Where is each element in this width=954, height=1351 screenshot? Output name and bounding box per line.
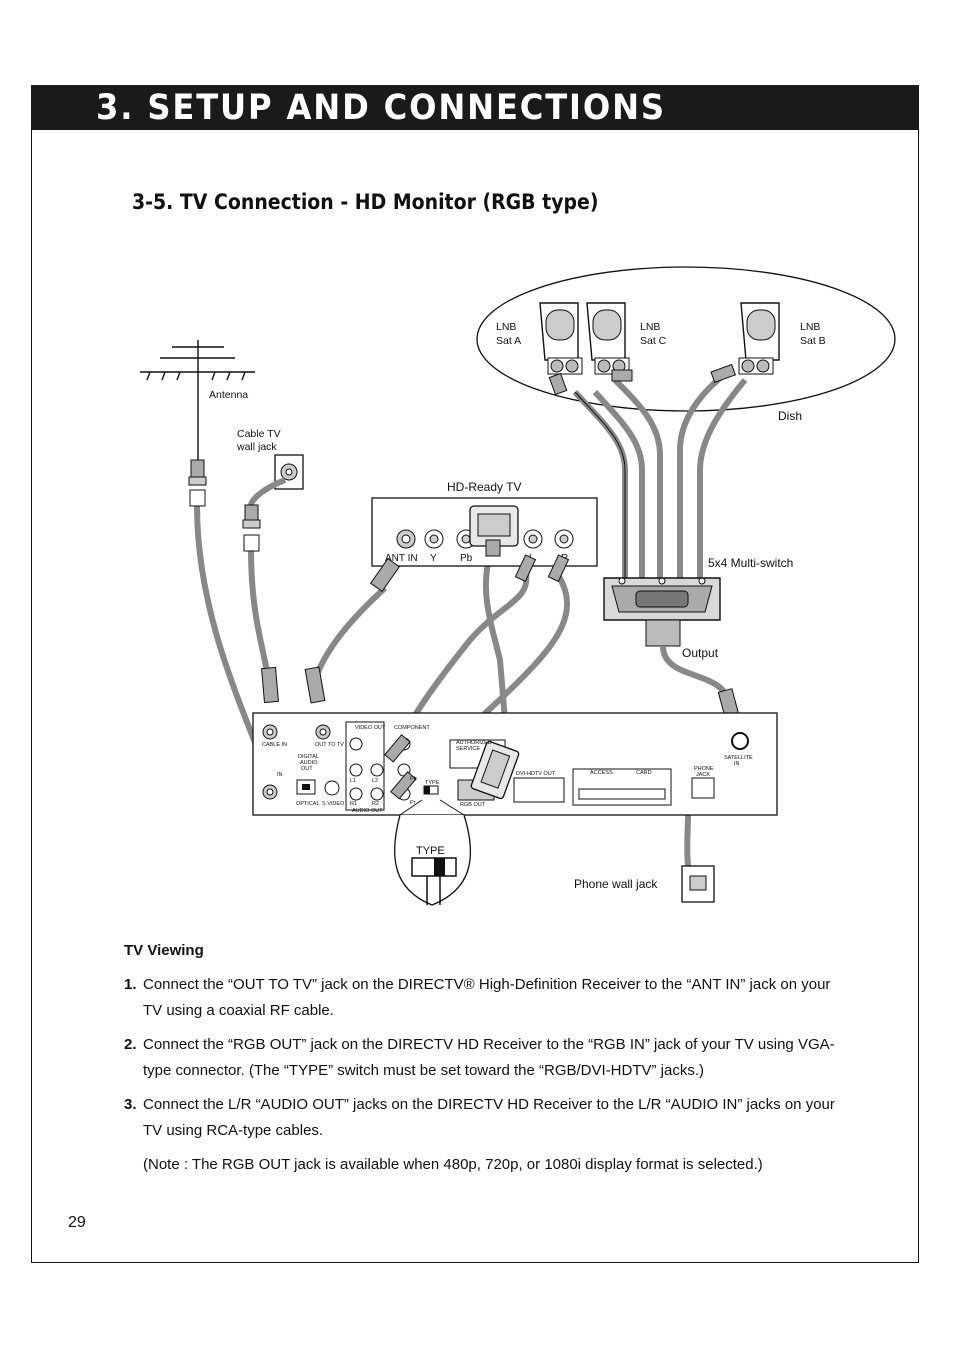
rx-label-l1: L1 [350,778,356,784]
rx-label-phone: PHONE [694,766,714,772]
dish-label: Dish [778,409,802,423]
rx-label-rgb-out: RGB OUT [460,802,486,808]
lnb-a-label-1: LNB [496,321,516,333]
rx-label-r2: R2 [372,801,379,807]
rx-label-dvi: DVI-HDTV OUT [516,771,556,777]
tv-jack-pb: Pb [460,553,473,564]
step-1-number: 1. [124,976,137,993]
lnb-a-label-2: Sat A [496,335,521,347]
instructions: TV Viewing 1. Connect the “OUT TO TV” ja… [124,938,844,1178]
step-3-text: Connect the L/R “AUDIO OUT” jacks on the… [143,1096,835,1139]
rx-label-jack: JACK [696,772,710,778]
rx-label-pr: Pr [410,800,416,806]
antenna-label: Antenna [209,389,248,401]
antenna [140,340,255,460]
cable-jack-connector [242,504,261,552]
cable-jack-label-1: Cable TV [237,428,281,440]
hd-tv-label: HD-Ready TV [447,480,521,494]
multiswitch-label: 5x4 Multi-switch [708,556,793,570]
cable-jack-label-2: wall jack [236,441,277,453]
step-1: 1. Connect the “OUT TO TV” jack on the D… [124,972,844,1024]
rx-label-optical: OPTICAL [296,801,320,807]
receiver-coax-plugs [261,666,326,704]
rx-label-digital: DIGITAL [298,754,319,760]
lnb-sat-a [539,302,583,396]
antenna-connector [188,459,207,507]
rx-label-access: ACCESS [590,770,613,776]
step-1-text: Connect the “OUT TO TV” jack on the DIRE… [143,976,831,1019]
tv-jack-y: Y [430,553,437,564]
lnb-b-label-1: LNB [800,321,820,333]
lnb-sat-b [710,302,780,384]
section-title: 3-5. TV Connection - HD Monitor (RGB typ… [132,190,599,214]
phone-wall-jack [681,865,715,903]
tv-viewing-heading: TV Viewing [124,942,204,959]
rx-label-in: IN [277,772,283,778]
lnb-c-label-2: Sat C [640,335,667,347]
vga-connector-tv [469,505,519,557]
rx-label-l2: L2 [372,778,378,784]
rx-label-s-video: S VIDEO [322,801,345,807]
multiswitch [603,577,721,647]
type-switch-zoom [393,799,472,906]
dish-outline [476,266,896,412]
step-2-number: 2. [124,1036,137,1053]
rx-label-audio: AUDIO [300,760,318,766]
lnb-b-label-2: Sat B [800,335,826,347]
rx-label-pb: Pb [410,776,417,782]
lnb-sat-c [586,302,633,382]
rx-label-out: OUT [301,766,313,772]
rx-label-r1: R1 [350,801,357,807]
rx-label-card: CARD [636,770,652,776]
rx-label-authorized: AUTHORIZED [456,740,492,746]
step-2: 2. Connect the “RGB OUT” jack on the DIR… [124,1032,844,1084]
receiver-rca-plugs [384,734,417,800]
tv-rca-plugs [369,554,570,592]
output-label: Output [682,646,719,660]
type-switch-label: TYPE [416,845,445,857]
phone-wall-jack-label: Phone wall jack [574,877,658,891]
lnb-c-label-1: LNB [640,321,660,333]
step-3-number: 3. [124,1096,137,1113]
satellite-cables-outline [574,391,626,578]
rx-label-video-out: VIDEO OUT [355,725,386,731]
rx-label-component: COMPONENT [394,725,430,731]
step-2-text: Connect the “RGB OUT” jack on the DIRECT… [143,1036,835,1079]
rx-label-type: TYPE [425,780,440,786]
vga-connector-receiver [470,740,520,800]
rgb-note: (Note : The RGB OUT jack is available wh… [143,1156,763,1173]
rx-label-cable-in: CABLE IN [262,742,287,748]
rx-label-audio-out: AUDIO OUT [352,808,383,814]
rx-label-out-to-tv: OUT TO TV [315,742,344,748]
rx-label-sat-in: IN [734,761,740,767]
rx-label-service: SERVICE [456,746,480,752]
satellite-cables [572,375,748,578]
chapter-title: 3. SETUP AND CONNECTIONS [96,88,666,128]
rx-label-satellite: SATELLITE [724,755,753,761]
page-number: 29 [68,1214,86,1231]
tv-jack-ant-in: ANT IN [385,553,418,564]
chapter-header: 3. SETUP AND CONNECTIONS [31,85,919,130]
step-3: 3. Connect the L/R “AUDIO OUT” jacks on … [124,1092,844,1144]
